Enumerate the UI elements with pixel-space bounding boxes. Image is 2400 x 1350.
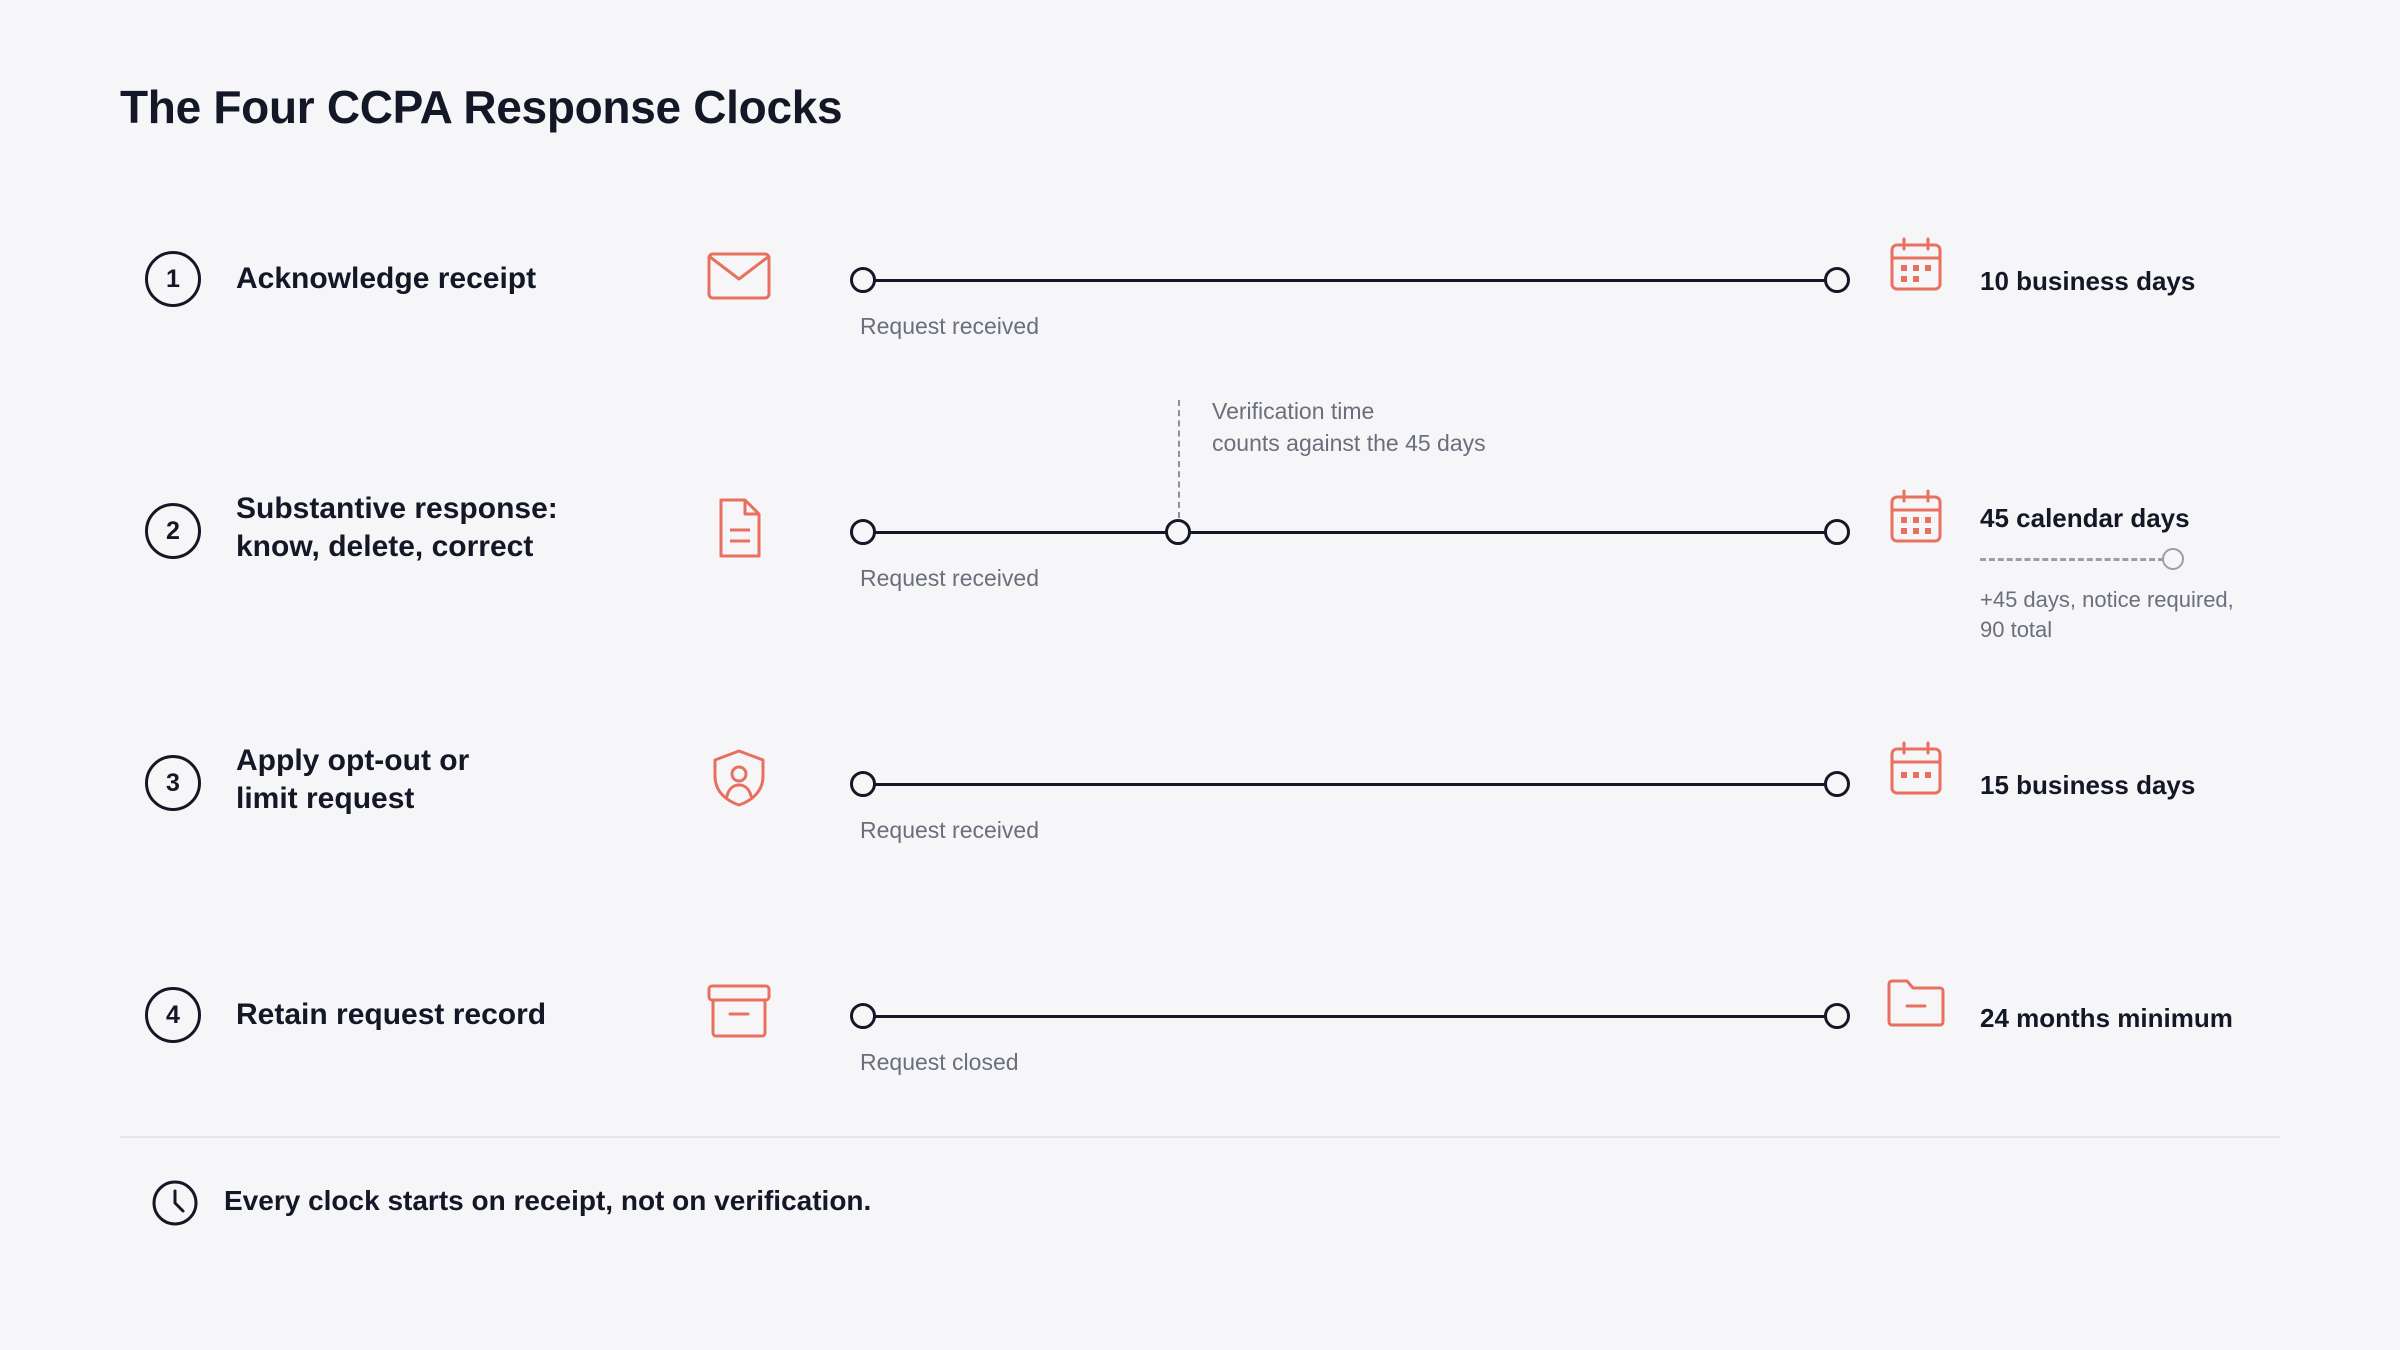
timeline-start-node [850,267,876,293]
clock-label: Substantive response: know, delete, corr… [236,490,558,566]
timeline-end-node [1824,1003,1850,1029]
start-label: Request received [860,565,1039,591]
timeline-track [850,517,1850,547]
clock-label: Retain request record [236,996,546,1034]
shield-user-icon [711,748,767,808]
timeline-line [865,783,1835,786]
timeline-end-node [1824,771,1850,797]
verification-marker-line [1178,400,1180,518]
clock-label-line: Acknowledge receipt [236,262,537,295]
clock-label-line: know, delete, correct [236,530,534,563]
timeline-track [850,265,1850,295]
timeline-line [865,1015,1835,1018]
timeline-start-node [850,1003,876,1029]
deadline-label: 45 calendar days [1980,503,2190,533]
timeline-line [865,531,1835,534]
clock-label-line: limit request [236,782,415,815]
clock-label: Apply opt-out or limit request [236,742,469,818]
clock-label-line: Apply opt-out or [236,744,470,777]
archive-box-icon [706,983,772,1039]
extension-dashed-line [1980,558,2164,561]
deadline-label: 10 business days [1980,266,2196,296]
timeline-end-node [1824,519,1850,545]
clock-icon [150,1178,200,1233]
step-number: 4 [145,987,201,1043]
calendar-icon [1889,741,1943,797]
step-number: 2 [145,503,201,559]
folder-icon [1886,978,1946,1028]
page-title: The Four CCPA Response Clocks [120,81,843,133]
timeline-end-node [1824,267,1850,293]
start-label: Request closed [860,1049,1019,1075]
envelope-icon [706,251,772,301]
deadline-label: 24 months minimum [1980,1003,2233,1033]
start-label: Request received [860,313,1039,339]
extension-track [1980,548,2184,570]
timeline-start-node [850,771,876,797]
clock-label: Acknowledge receipt [236,260,536,298]
verification-node [1165,519,1191,545]
step-number: 1 [145,251,201,307]
verification-note-line: counts against the 45 days [1212,430,1486,456]
verification-note-line: Verification time [1212,398,1375,424]
timeline-start-node [850,519,876,545]
calendar-icon [1889,237,1943,293]
start-label: Request received [860,817,1039,843]
clock-label-line: Retain request record [236,998,547,1031]
extension-note-line: +45 days, notice required, [1980,587,2234,612]
footer-note: Every clock starts on receipt, not on ve… [224,1185,872,1216]
deadline-label: 15 business days [1980,770,2196,800]
extension-note-line: 90 total [1980,617,2053,642]
timeline-track [850,769,1850,799]
timeline-line [865,279,1835,282]
document-icon [717,496,763,560]
extension-note: +45 days, notice required, 90 total [1980,585,2234,645]
calendar-icon [1889,489,1943,545]
clock-label-line: Substantive response: [236,492,558,525]
verification-note: Verification time counts against the 45 … [1212,395,1486,459]
footer-divider [120,1136,2280,1138]
timeline-track [850,1001,1850,1031]
extension-end-node [2162,548,2184,570]
step-number: 3 [145,755,201,811]
